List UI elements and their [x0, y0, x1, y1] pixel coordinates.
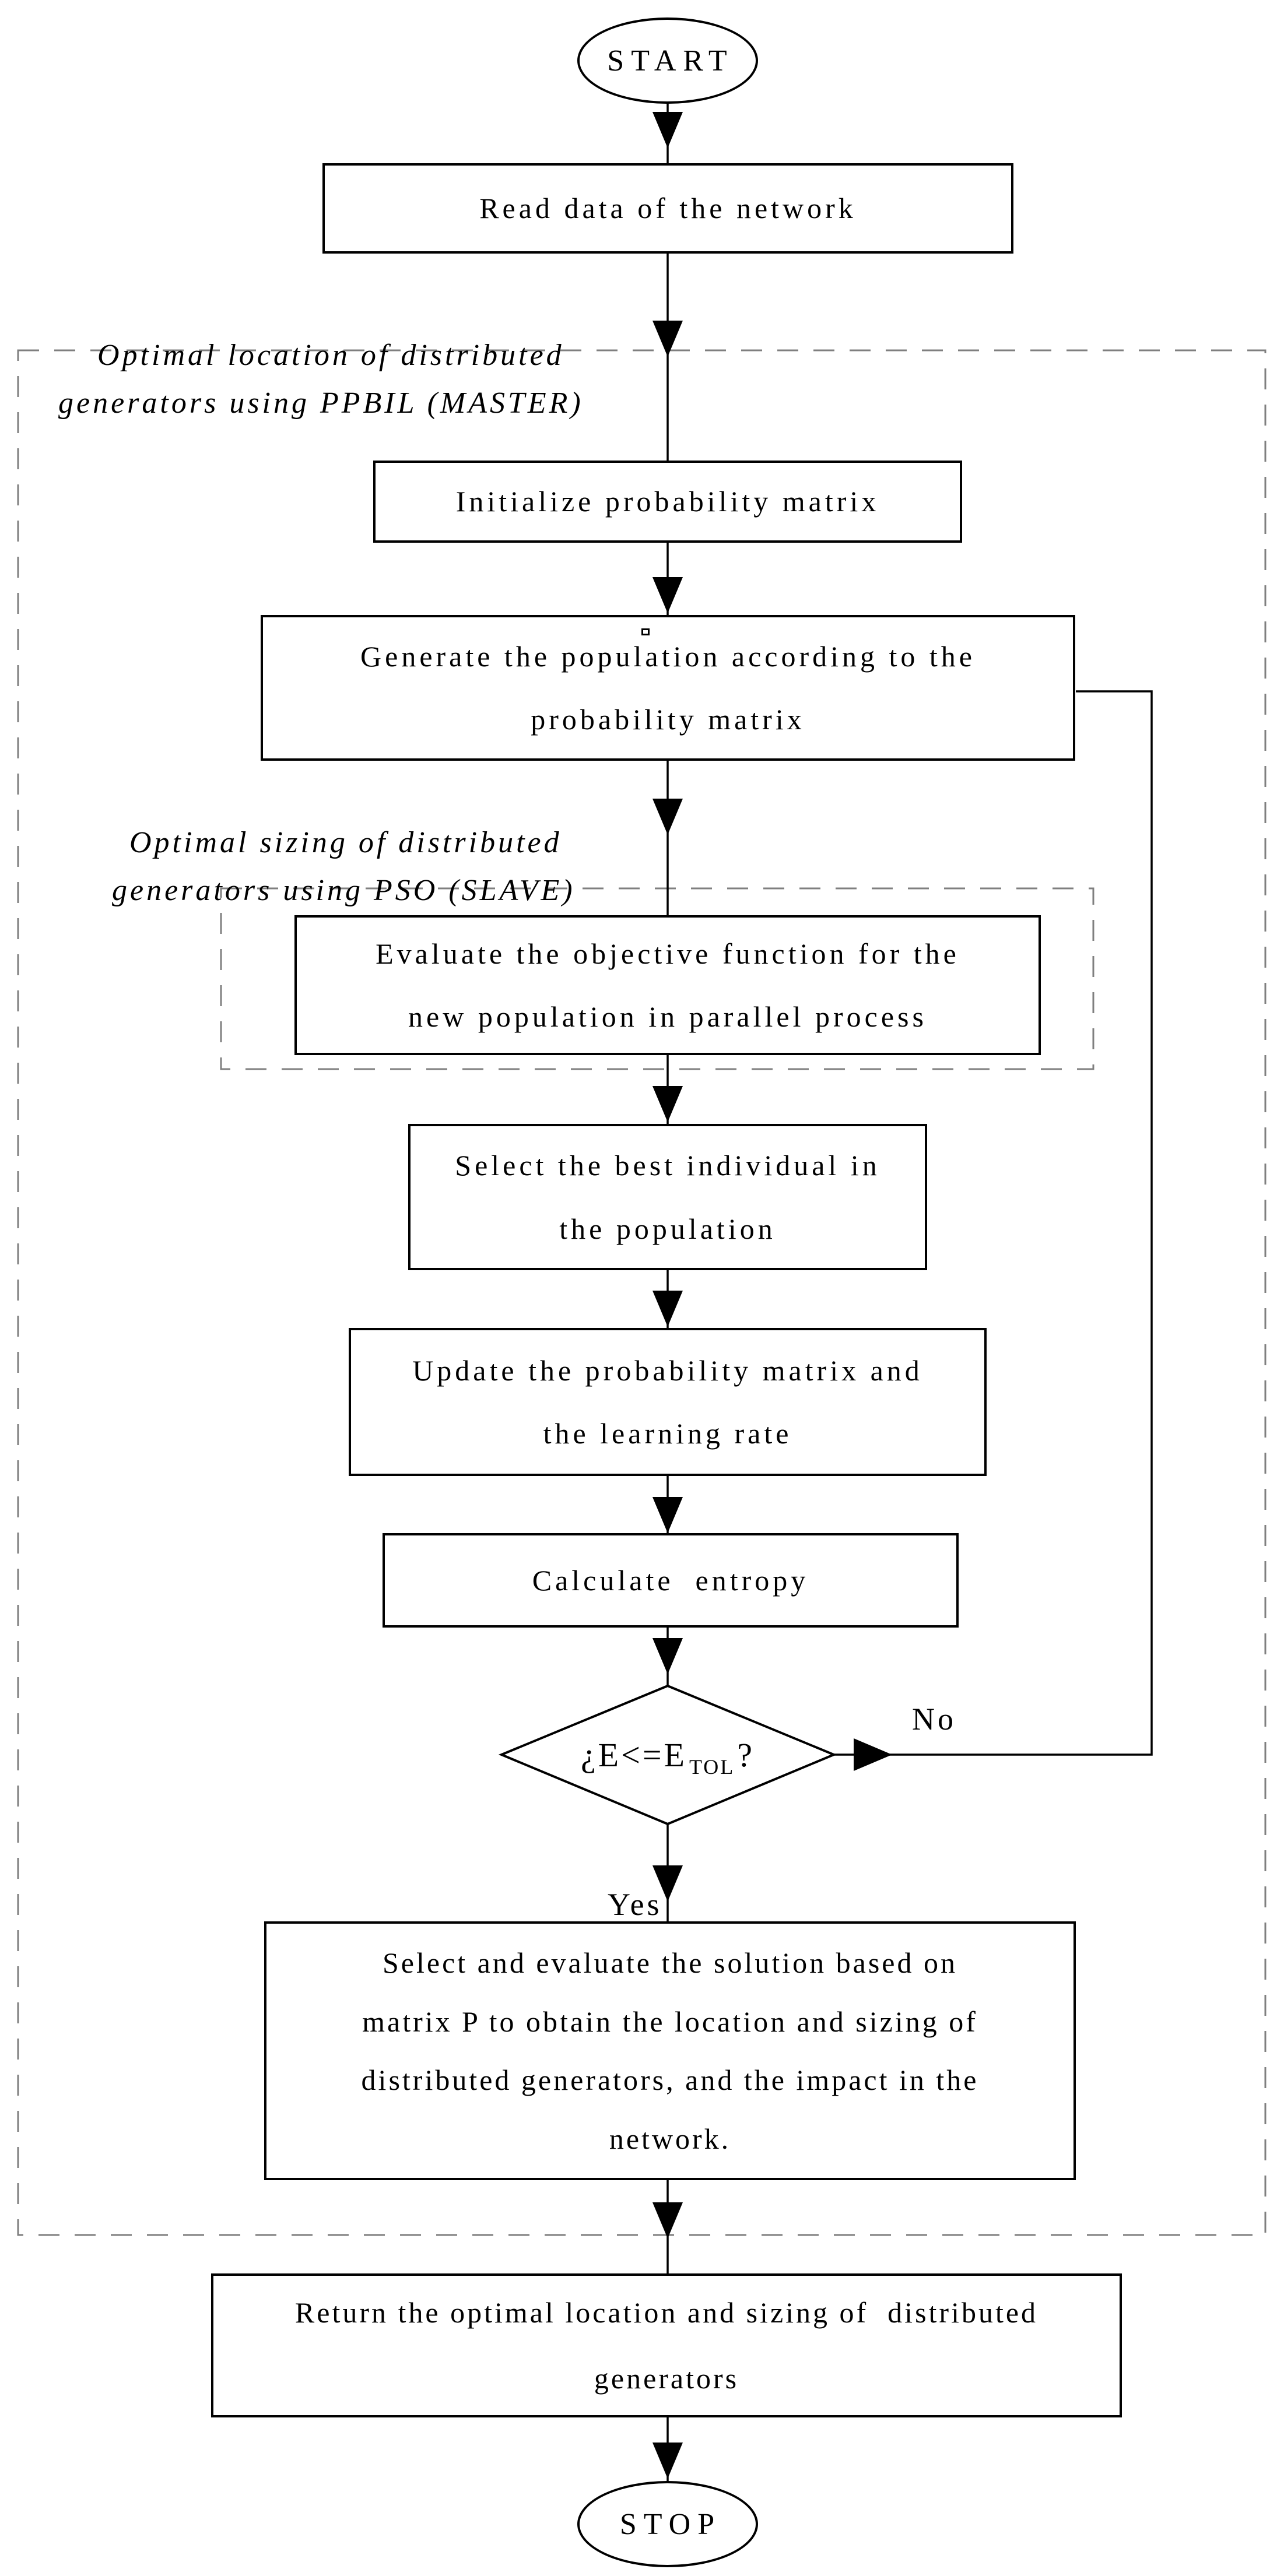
arrowhead-down-icon	[652, 112, 683, 148]
arrowhead-down-icon	[652, 321, 683, 357]
stray-mark	[641, 628, 650, 635]
arrowhead-down-icon	[652, 799, 683, 835]
slave-region-label-line1: Optimal sizing of distributed	[87, 797, 562, 888]
select-best-label-line2: the population	[559, 1212, 776, 1245]
stop-terminator: STOP	[577, 2481, 758, 2567]
generate-process: Generate the population according to the…	[261, 615, 1075, 761]
arrowhead-down-icon	[652, 1497, 683, 1533]
stop-label: STOP	[619, 2507, 722, 2541]
return-process: Return the optimal location and sizing o…	[211, 2273, 1122, 2417]
update-label-line1: Update the probability matrix and	[412, 1354, 923, 1387]
master-region-label-line1: Optimal location of distributed	[55, 310, 564, 401]
arrowhead-down-icon	[652, 1086, 683, 1122]
update-label-line2: the learning rate	[543, 1417, 792, 1450]
arrowhead-down-icon	[652, 2443, 683, 2479]
no-feedback-line	[834, 690, 1153, 1756]
no-label: No	[869, 1672, 956, 1766]
calculate-entropy-process: Calculate entropy	[383, 1533, 959, 1628]
decision-prefix: ¿E<=E	[580, 1736, 687, 1774]
decision-diamond	[498, 1684, 837, 1826]
generate-label-line2: probability matrix	[531, 703, 805, 736]
slave-region-box	[220, 887, 1094, 1070]
slave-region-label-text2: generators using PSO (SLAVE)	[112, 874, 576, 907]
final-select-label-line4: network.	[609, 2122, 731, 2155]
master-region-box	[17, 349, 1267, 2236]
evaluate-process: Evaluate the objective function for the …	[294, 915, 1041, 1055]
slave-region-label-text1: Optimal sizing of distributed	[129, 826, 562, 859]
decision-suffix: ?	[737, 1736, 755, 1774]
evaluate-label-line2: new population in parallel process	[408, 1000, 927, 1033]
evaluate-label-line1: Evaluate the objective function for the	[376, 937, 960, 970]
start-terminator: START	[577, 17, 758, 104]
final-select-label-line2: matrix P to obtain the location and sizi…	[362, 2005, 978, 2038]
final-select-label-line3: distributed generators, and the impact i…	[361, 2064, 979, 2096]
no-label-text: No	[912, 1702, 956, 1737]
arrowhead-down-icon	[652, 1291, 683, 1327]
master-region-label-text1: Optimal location of distributed	[97, 339, 564, 372]
update-process: Update the probability matrix and the le…	[349, 1328, 987, 1476]
yes-label: Yes	[566, 1857, 662, 1952]
select-best-label-line1: Select the best individual in	[455, 1149, 880, 1182]
slave-region-label-line2: generators using PSO (SLAVE)	[70, 845, 576, 936]
read-data-label: Read data of the network	[479, 192, 857, 225]
generate-label-line1: Generate the population according to the	[360, 639, 976, 673]
arrowhead-down-icon	[652, 1865, 683, 1902]
arrowhead-down-icon	[652, 2202, 683, 2238]
final-select-label-line1: Select and evaluate the solution based o…	[383, 1946, 957, 1979]
arrowhead-down-icon	[652, 577, 683, 613]
return-label-line2: generators	[594, 2361, 739, 2395]
initialize-label: Initialize probability matrix	[455, 485, 880, 518]
decision-subscript: TOL	[689, 1755, 735, 1779]
final-select-process: Select and evaluate the solution based o…	[264, 1921, 1076, 2180]
yes-label-text: Yes	[608, 1887, 662, 1922]
arrowhead-down-icon	[652, 1638, 683, 1674]
arrowhead-right-icon	[854, 1738, 892, 1771]
read-data-process: Read data of the network	[322, 163, 1013, 254]
start-label: START	[607, 44, 734, 78]
return-label-line1: Return the optimal location and sizing o…	[294, 2296, 1039, 2329]
master-region-label-text2: generators using PPBIL (MASTER)	[58, 386, 584, 420]
select-best-process: Select the best individual in the popula…	[408, 1124, 927, 1270]
master-region-label-line2: generators using PPBIL (MASTER)	[16, 358, 584, 449]
initialize-process: Initialize probability matrix	[373, 461, 962, 543]
calculate-entropy-label: Calculate entropy	[532, 1563, 809, 1597]
